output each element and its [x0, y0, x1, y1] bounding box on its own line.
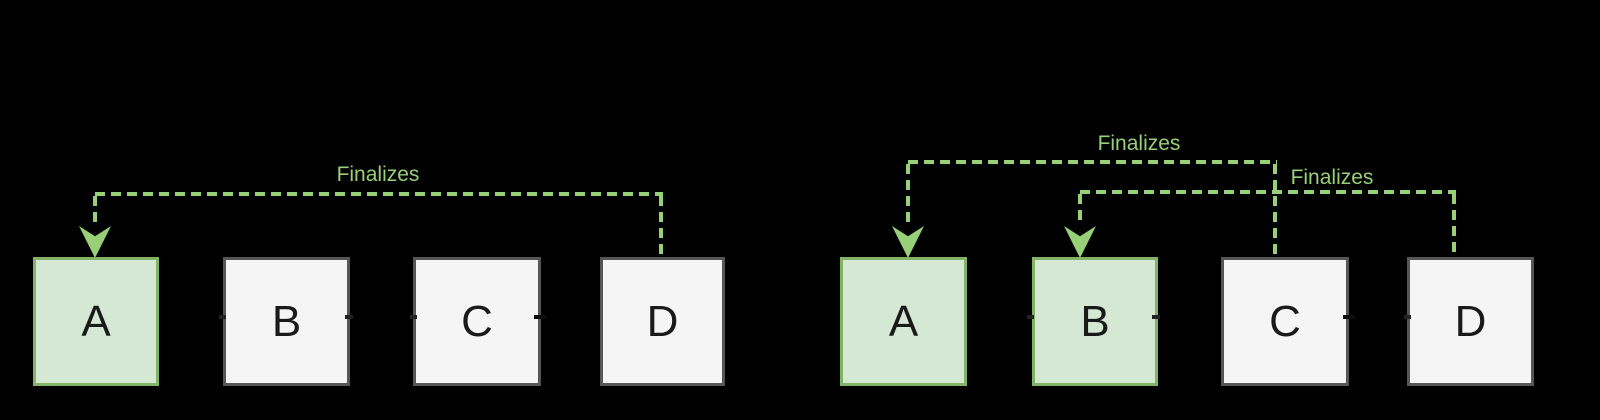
finalizes-label: Finalizes: [1097, 132, 1181, 155]
block-d: D: [600, 257, 725, 386]
chain-link-remnant: [1152, 315, 1160, 319]
chain-link-remnant: [1343, 315, 1355, 319]
finalize-arrow-line: [1078, 194, 1082, 226]
chain-link-remnant: [410, 315, 417, 319]
block-b: B: [1032, 257, 1158, 386]
finalize-arrow-line: [1273, 164, 1277, 259]
chain-link-remnant: [219, 315, 226, 319]
finalize-arrow-line: [93, 196, 97, 226]
block-b: B: [223, 257, 350, 386]
block-c: C: [1221, 257, 1349, 386]
chain-link-remnant: [345, 315, 353, 319]
finalize-arrow-line: [95, 192, 663, 196]
finalizes-label: Finalizes: [1290, 166, 1374, 189]
chain-link-remnant: [1404, 315, 1411, 319]
arrowhead-down-icon: [79, 226, 111, 258]
arrowhead-down-icon: [892, 226, 924, 258]
finalizes-label: Finalizes: [336, 163, 420, 186]
arrowhead-down-icon: [1064, 226, 1096, 258]
block-a: A: [33, 257, 159, 386]
block-a: A: [840, 257, 967, 386]
chain-link-remnant: [1027, 315, 1034, 319]
finalize-arrow-line: [906, 164, 910, 226]
chain-link-remnant: [534, 315, 546, 319]
finalize-arrow-line: [1452, 194, 1456, 259]
block-c: C: [413, 257, 541, 386]
finalize-arrow-line: [1080, 190, 1456, 194]
finalize-arrow-line: [908, 160, 1277, 164]
finalize-arrow-line: [659, 196, 663, 259]
block-d: D: [1407, 257, 1534, 386]
